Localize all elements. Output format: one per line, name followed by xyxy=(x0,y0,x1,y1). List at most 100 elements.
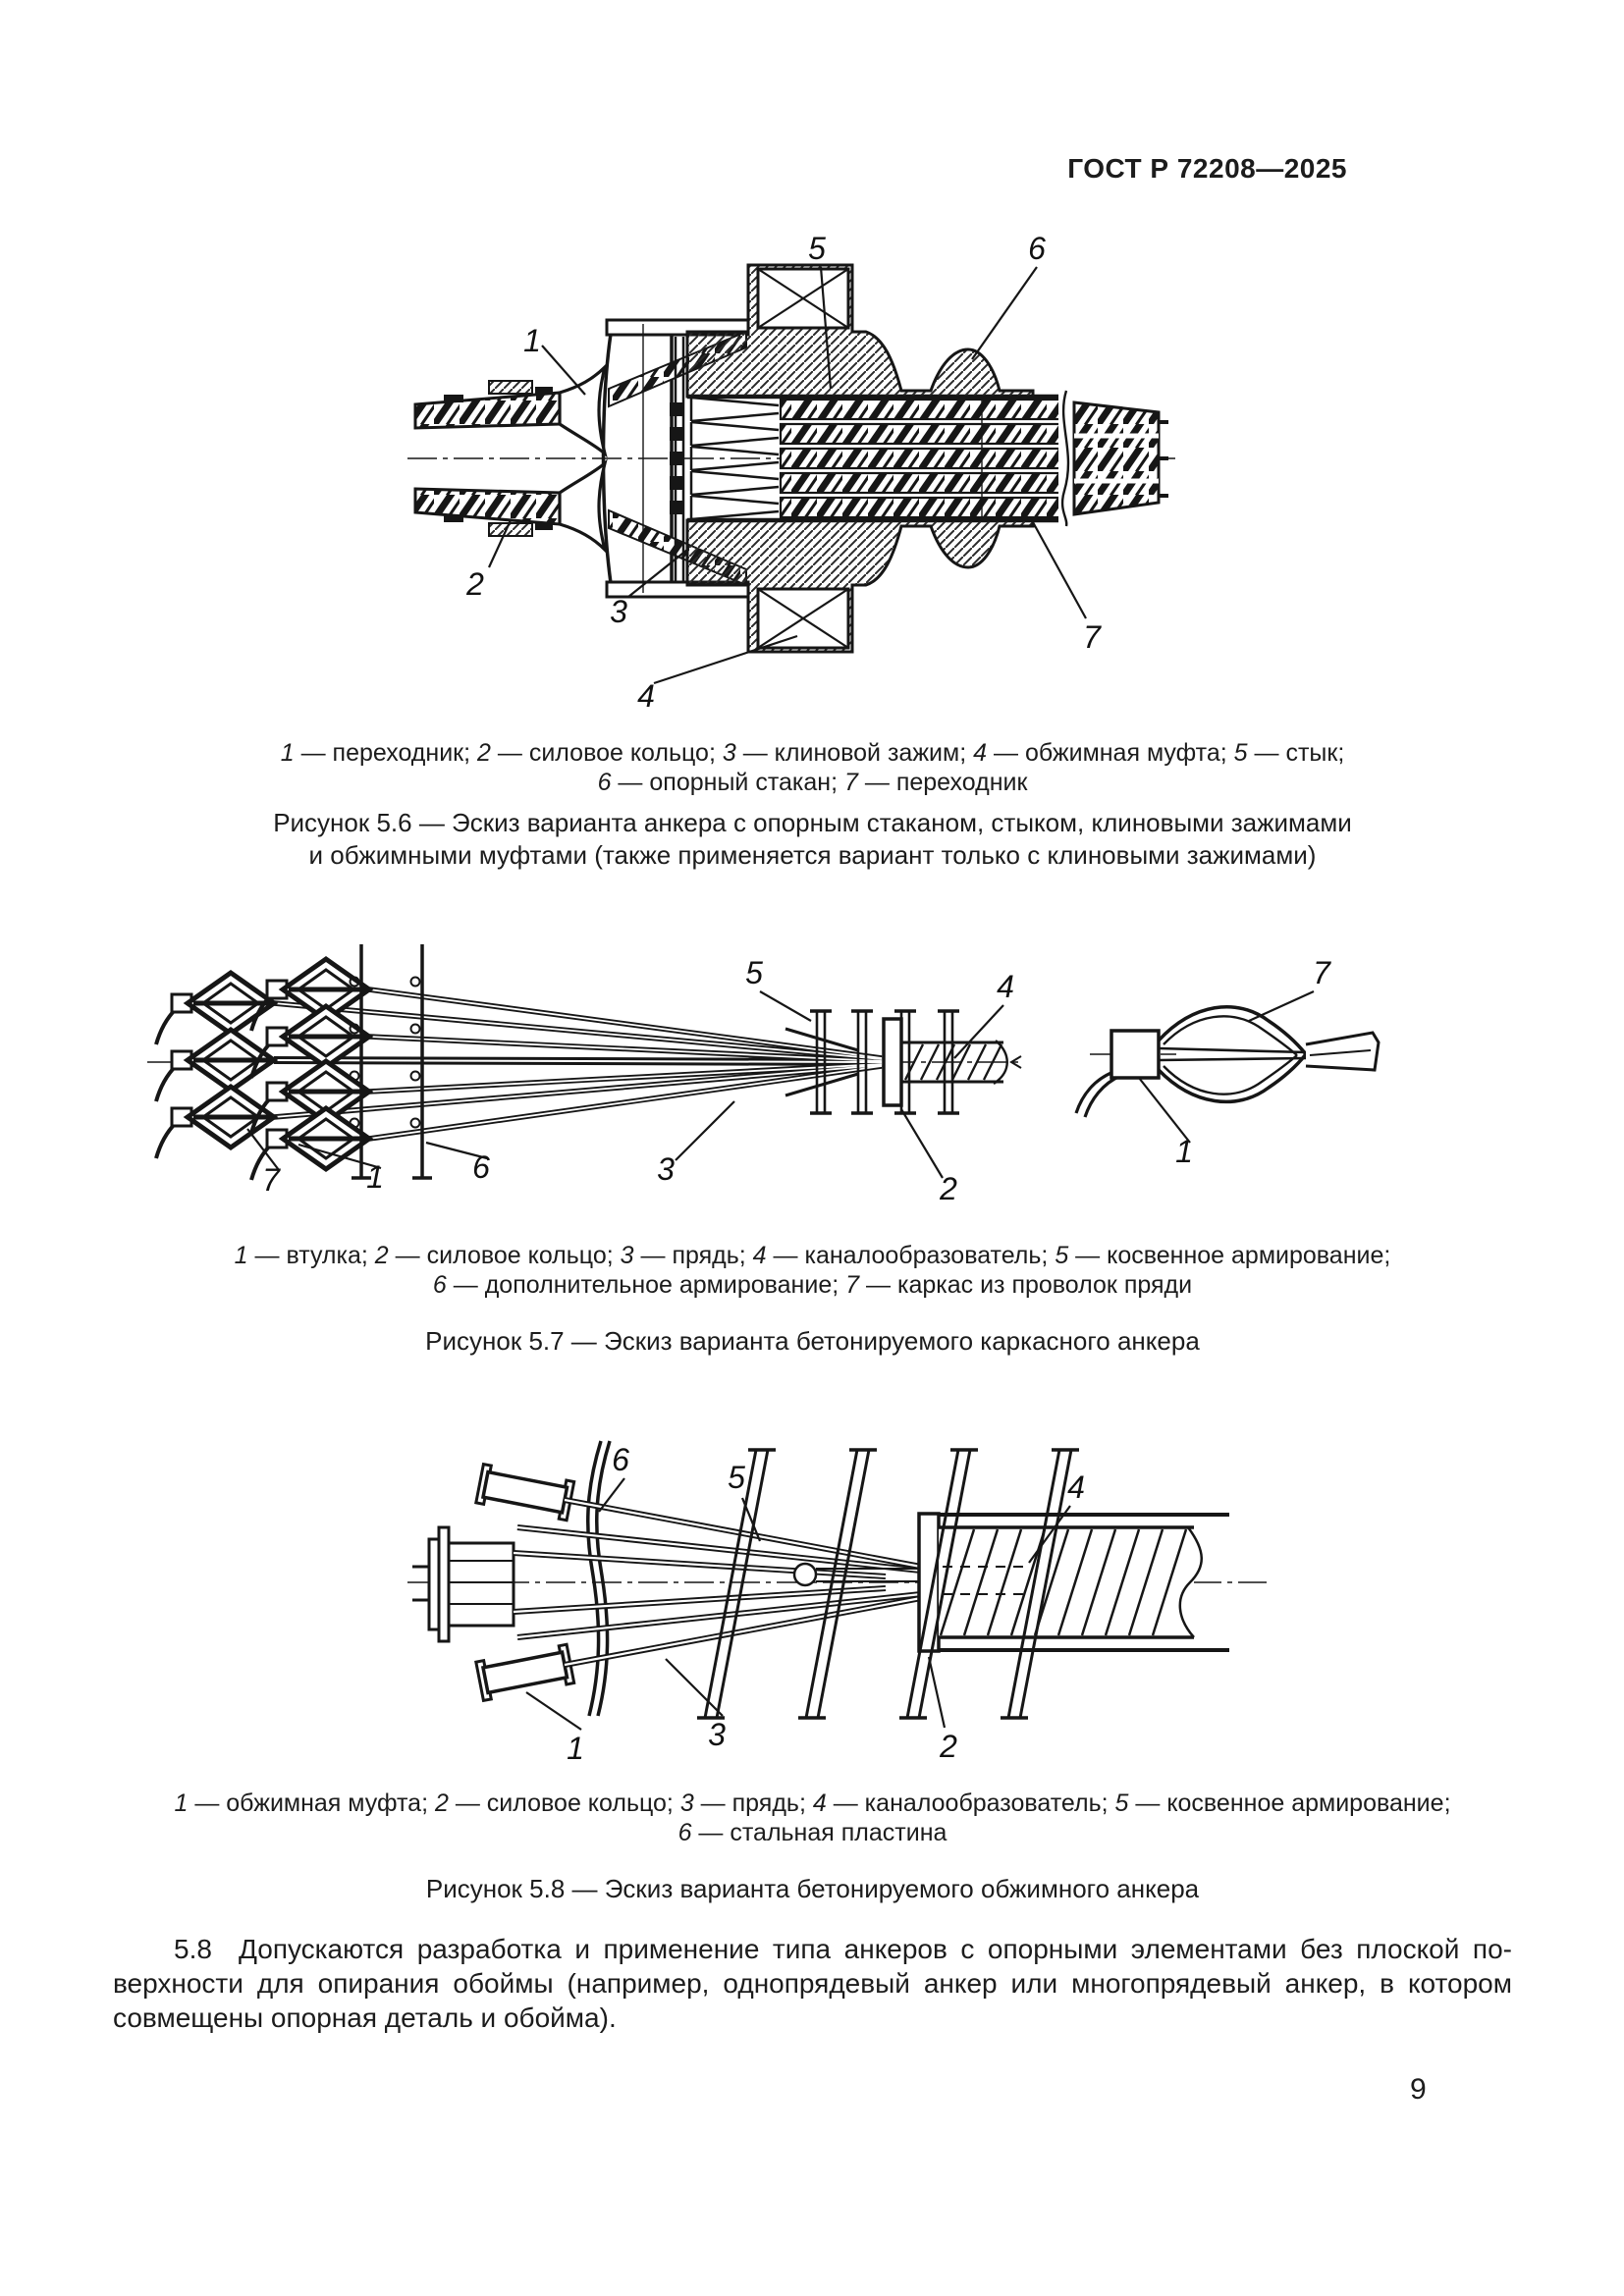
callout-2: 2 xyxy=(939,1729,957,1764)
support-cup-bottom xyxy=(685,518,1035,654)
callout-4: 4 xyxy=(997,969,1014,1004)
upper-left-strand xyxy=(413,391,562,430)
legend-item-label: каналообразователь xyxy=(804,1242,1042,1269)
legend-item: 4обжимная муфта xyxy=(973,739,1234,767)
legend-line: 6дополнительное армирование7каркас из пр… xyxy=(113,1270,1512,1300)
legend-item: 2силовое кольцо xyxy=(435,1789,680,1817)
figure-5-6-caption: Рисунок 5.6 — Эскиз варианта анкера с оп… xyxy=(113,807,1512,872)
callout-3: 3 xyxy=(708,1717,726,1752)
legend-item-number: 6 xyxy=(598,769,650,796)
butt-joint-boxes xyxy=(756,267,850,650)
legend-item-label: переходник xyxy=(332,739,464,767)
strand-bundle xyxy=(779,398,1067,519)
callout-6: 6 xyxy=(1028,231,1046,266)
legend-item: 1втулка xyxy=(235,1242,375,1269)
figure-5-7-legend: 1втулка2силовое кольцо3прядь4каналообраз… xyxy=(113,1241,1512,1300)
legend-item-label: дополнительное армирование xyxy=(484,1271,833,1299)
wedge-clamps xyxy=(689,396,780,521)
legend-item: 5косвенное армирование xyxy=(1115,1789,1451,1817)
figure-5-7-caption: Рисунок 5.7 — Эскиз варианта бетонируемо… xyxy=(113,1325,1512,1358)
caption-line: Рисунок 5.6 — Эскиз варианта анкера с оп… xyxy=(273,808,1352,837)
legend-item-label: косвенное армирование xyxy=(1166,1789,1444,1817)
legend-item-number: 1 xyxy=(235,1242,287,1269)
legend-item-label: стык xyxy=(1285,739,1338,767)
figure-5-8-caption: Рисунок 5.8 — Эскиз варианта бетонируемо… xyxy=(113,1873,1512,1905)
legend-item: 7переходник xyxy=(844,769,1027,796)
legend-item: 6стальная пластина xyxy=(678,1819,947,1846)
legend-item-number: 4 xyxy=(973,739,1025,767)
callout-2: 2 xyxy=(939,1171,957,1206)
legend-item: 3клиновой зажим xyxy=(723,739,973,767)
legend-item-label: обжимная муфта xyxy=(226,1789,422,1817)
legend-item-label: втулка xyxy=(286,1242,361,1269)
legend-item: 5стык xyxy=(1234,739,1345,767)
legend-item-number: 4 xyxy=(813,1789,865,1817)
steel-plate xyxy=(585,1440,603,1717)
paragraph-line: совмещены опорная деталь и обойма). xyxy=(113,2002,617,2033)
legend-item-number: 7 xyxy=(844,769,896,796)
paragraph-line: 5.8 Допускаются разработка и применение … xyxy=(174,1934,1512,1964)
callout-6: 6 xyxy=(472,1149,490,1185)
legend-item-label: косвенное армирование xyxy=(1107,1242,1384,1269)
legend-item-label: переходник xyxy=(895,769,1028,796)
page-header: ГОСТ Р 72208—2025 xyxy=(1067,153,1347,184)
clause-5-8-paragraph: 5.8 Допускаются разработка и применение … xyxy=(113,1932,1512,2035)
legend-item-label: силовое кольцо xyxy=(426,1242,607,1269)
callout-5: 5 xyxy=(808,231,826,266)
callout-1: 1 xyxy=(523,323,541,358)
legend-item: 7каркас из проволок пряди xyxy=(845,1271,1192,1299)
legend-item: 3прядь xyxy=(621,1242,753,1269)
duct-former xyxy=(901,1040,1022,1085)
callout-7-detail: 7 xyxy=(1313,955,1331,990)
legend-item: 5косвенное армирование xyxy=(1055,1242,1390,1269)
legend-item-label: клиновой зажим xyxy=(774,739,960,767)
legend-item-label: прядь xyxy=(731,1789,799,1817)
legend-line: 1переходник2силовое кольцо3клиновой зажи… xyxy=(113,738,1512,768)
vent-tube xyxy=(792,1562,818,1587)
legend-item-number: 2 xyxy=(477,739,529,767)
callout-3: 3 xyxy=(657,1151,675,1187)
caption-line: Рисунок 5.8 — Эскиз варианта бетонируемо… xyxy=(425,1874,1200,1903)
callout-4: 4 xyxy=(1067,1469,1085,1505)
callout-5: 5 xyxy=(745,955,763,990)
legend-line: 6опорный стакан7переходник xyxy=(113,768,1512,797)
legend-item-number: 1 xyxy=(174,1789,226,1817)
legend-item-number: 6 xyxy=(678,1819,731,1846)
legend-item-number: 3 xyxy=(621,1242,673,1269)
legend-item-number: 5 xyxy=(1234,739,1286,767)
exit-strands xyxy=(1072,400,1161,516)
additional-reinforcement xyxy=(352,944,432,1180)
paragraph-line: верхности для опирания обоймы (например,… xyxy=(113,1968,1512,1999)
callout-5: 5 xyxy=(728,1460,745,1495)
legend-line: 6стальная пластина xyxy=(113,1818,1512,1847)
legend-item: 4каналообразователь xyxy=(753,1242,1056,1269)
figure-5-7-drawing: 7 1 6 3 5 4 2 7 1 xyxy=(147,944,1380,1206)
legend-item: 2силовое кольцо xyxy=(477,739,723,767)
legend-item-number: 2 xyxy=(375,1242,427,1269)
legend-item: 6опорный стакан xyxy=(598,769,844,796)
legend-item-number: 3 xyxy=(723,739,775,767)
caption-line: Рисунок 5.7 — Эскиз варианта бетонируемо… xyxy=(425,1326,1200,1356)
legend-item-number: 5 xyxy=(1115,1789,1167,1817)
strand-wire-frames xyxy=(156,959,369,1180)
adapter-horn-top xyxy=(558,361,608,458)
callout-2: 2 xyxy=(465,566,484,602)
legend-item-label: опорный стакан xyxy=(649,769,832,796)
legend-item: 6дополнительное армирование xyxy=(433,1271,845,1299)
figure-5-8-drawing: 6 5 4 3 1 2 xyxy=(407,1440,1267,1766)
legend-line: 1обжимная муфта 2силовое кольцо3прядь4кан… xyxy=(113,1789,1512,1818)
legend-item: 4каналообразователь xyxy=(813,1789,1115,1817)
legend-item-number: 7 xyxy=(845,1271,897,1299)
lower-left-strand xyxy=(413,487,562,526)
caption-line: и обжимными муфтами (также применяется в… xyxy=(308,840,1317,870)
figure-5-6-legend: 1переходник2силовое кольцо3клиновой зажи… xyxy=(113,738,1512,797)
legend-item: 1переходник xyxy=(281,739,477,767)
callout-3: 3 xyxy=(610,594,627,629)
crimp-sleeve-bottom xyxy=(474,1642,576,1703)
legend-item-label: каркас из проволок пряди xyxy=(896,1271,1193,1299)
callout-6: 6 xyxy=(612,1442,629,1477)
legend-item-number: 6 xyxy=(433,1271,485,1299)
legend-item: 3прядь xyxy=(680,1789,813,1817)
callout-1-left: 1 xyxy=(366,1159,384,1195)
